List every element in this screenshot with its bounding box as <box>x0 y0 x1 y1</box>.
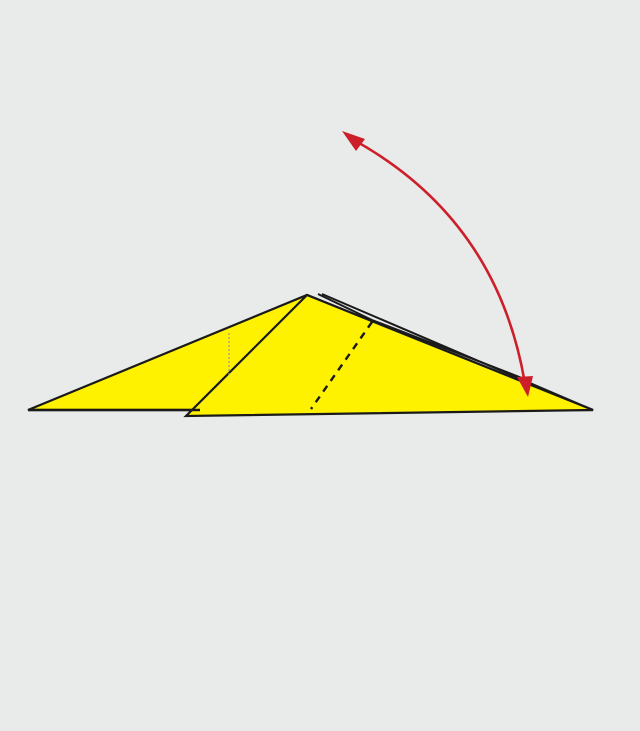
fold-arrow-curve <box>350 137 528 392</box>
fold-arrow-head-bottom <box>517 376 533 397</box>
fold-line-dashed <box>310 321 373 410</box>
curved-double-arrow-icon <box>342 131 533 397</box>
fold-arrow-head-top <box>342 131 365 151</box>
paper-front-flap <box>183 293 594 418</box>
paper-inner-crease <box>306 294 373 322</box>
